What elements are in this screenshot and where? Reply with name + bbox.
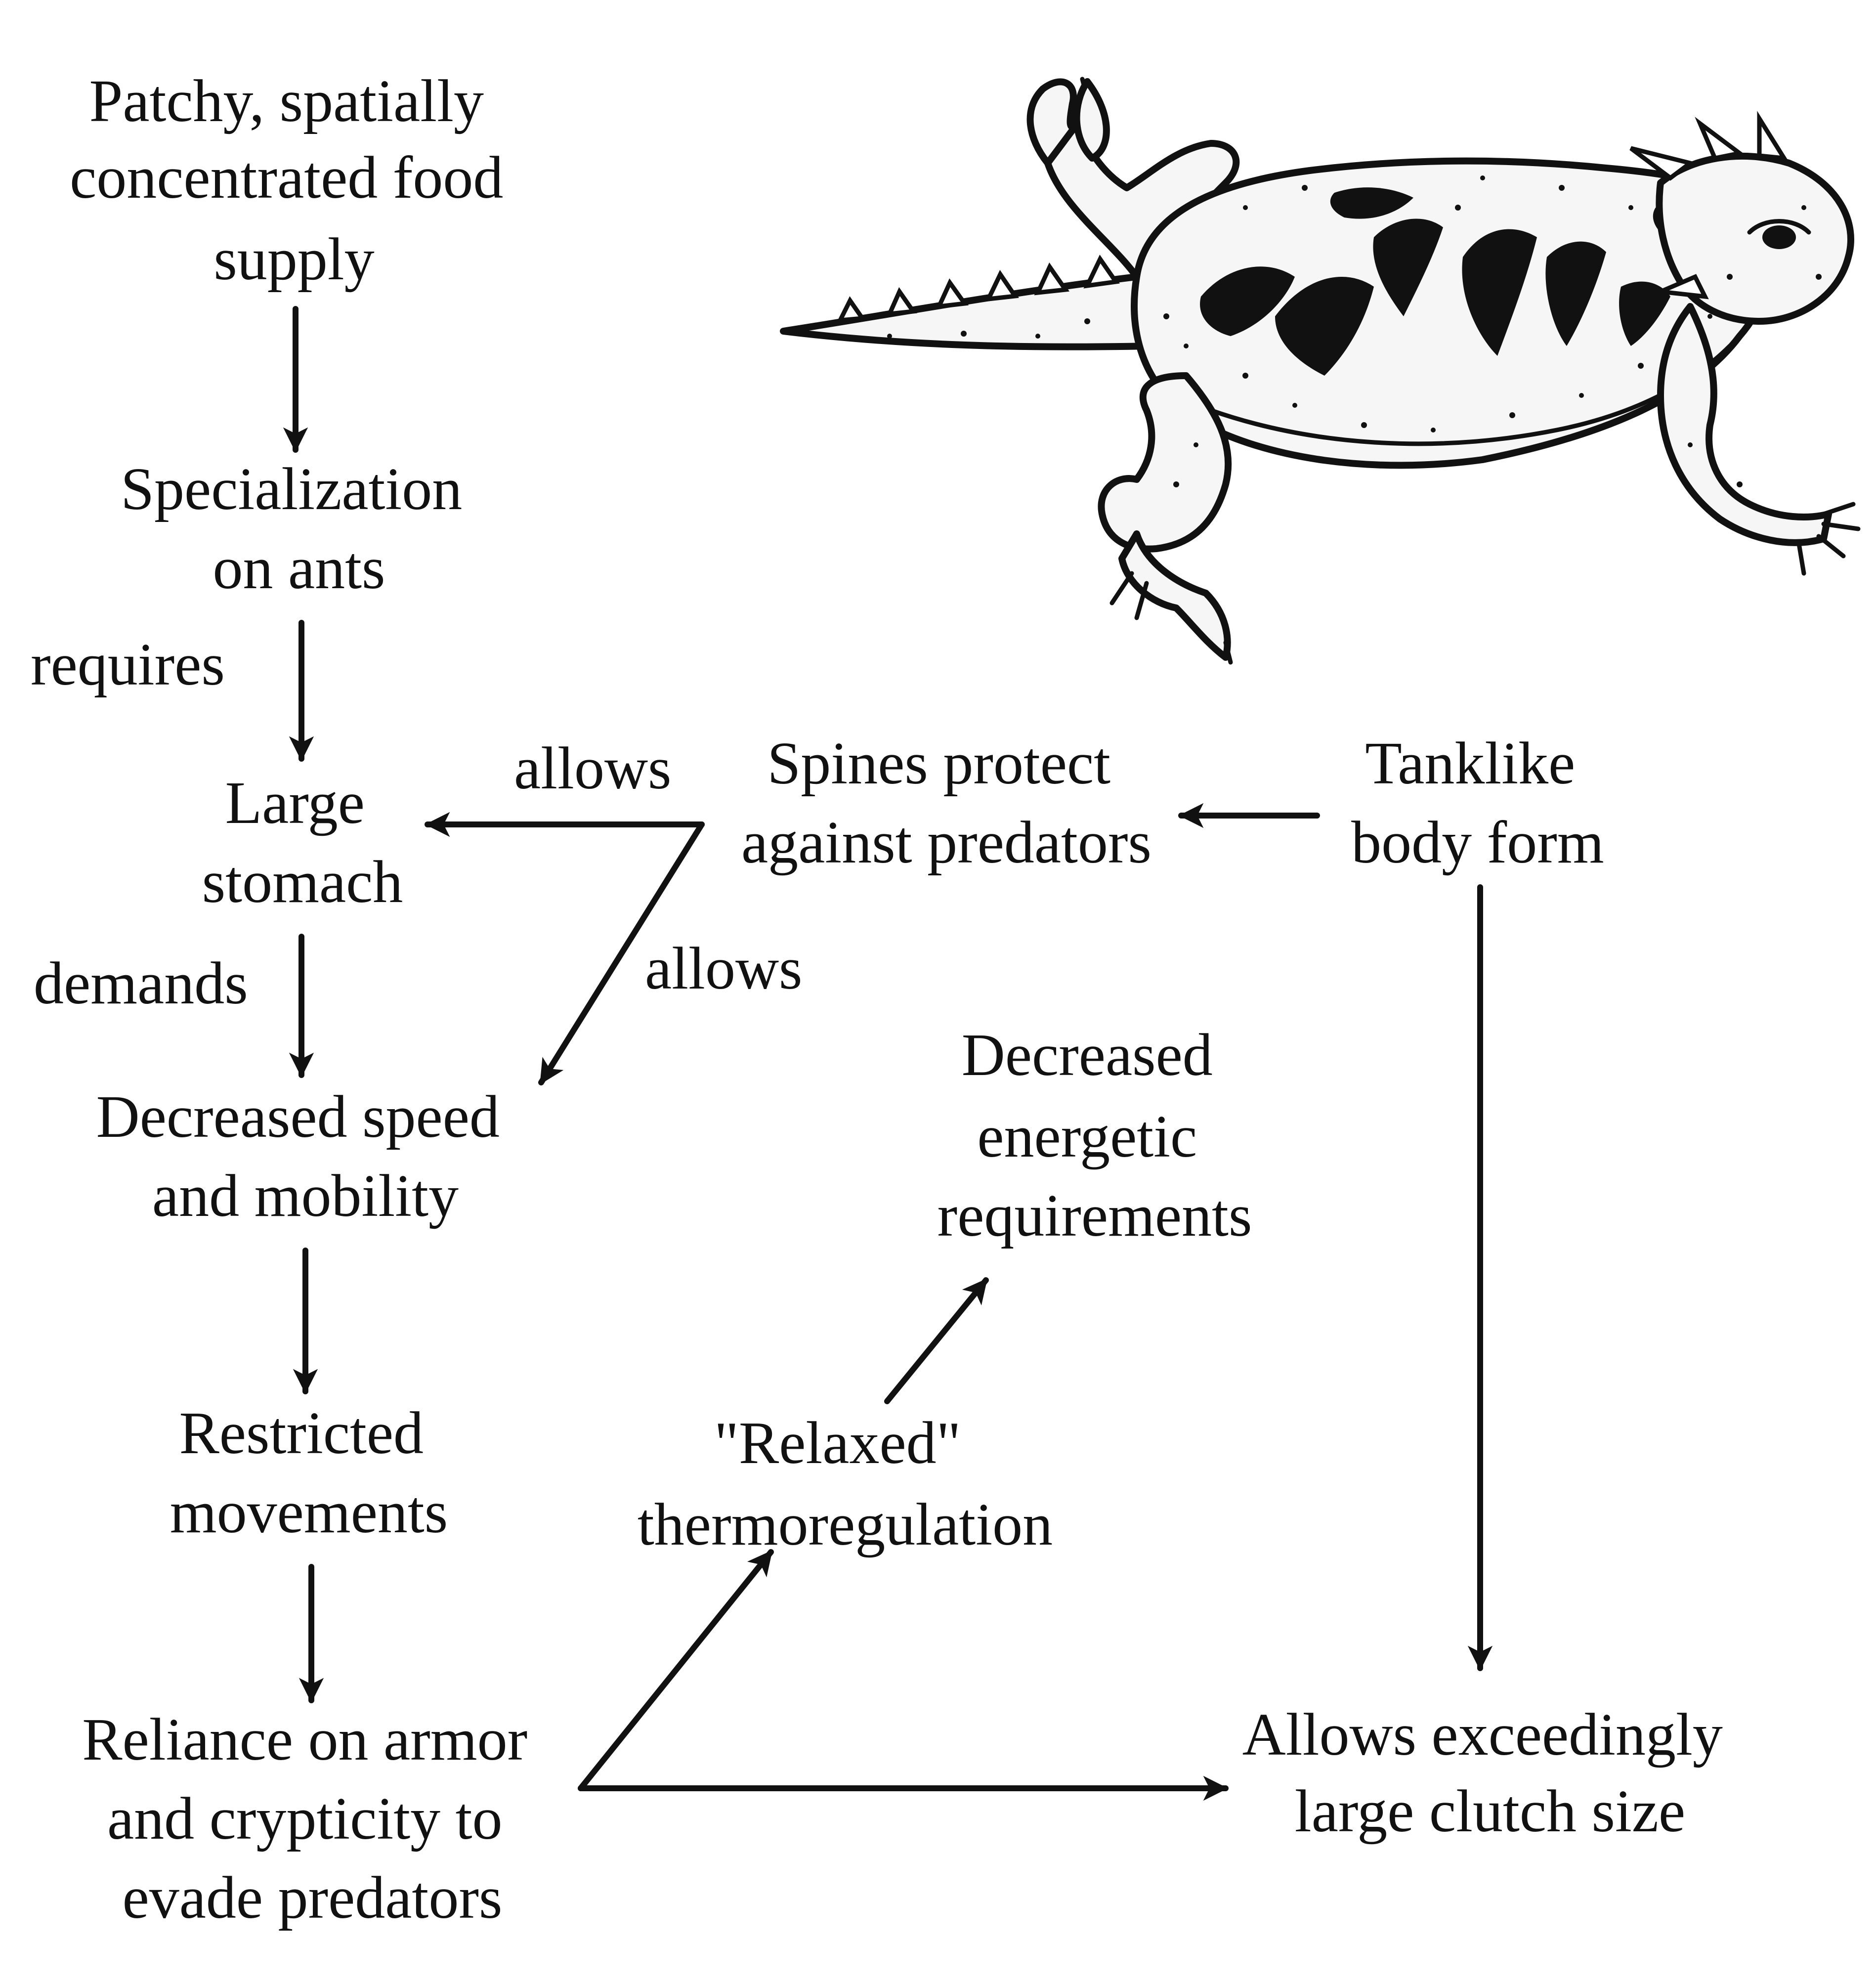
node-decreased-speed-line-1: Decreased speed <box>96 1083 500 1150</box>
nodes: Patchy, spatially concentrated food supp… <box>70 68 1738 1931</box>
edge-label-allows-stomach: allows <box>514 735 672 802</box>
edge-label-requires: requires <box>31 631 225 698</box>
node-spines-protect: Spines protect against predators <box>741 730 1151 876</box>
node-food-supply-line-2: concentrated food <box>70 144 503 211</box>
node-decreased-energetic-line-3: requirements <box>938 1182 1252 1249</box>
node-decreased-energetic-line-1: Decreased <box>962 1022 1213 1088</box>
node-decreased-energetic: Decreased energetic requirements <box>938 1022 1252 1249</box>
arrows <box>283 306 1493 1801</box>
node-reliance-armor-line-3: evade predators <box>123 1864 503 1931</box>
arrow-reliance-to-relaxed <box>578 1549 774 1791</box>
node-restricted-movements-line-2: movements <box>170 1479 448 1546</box>
node-food-supply-line-3: supply <box>213 226 374 293</box>
node-relaxed-thermoregulation-line-1: "Relaxed" <box>714 1410 961 1476</box>
arrow-spines-to-speed <box>538 821 705 1085</box>
node-food-supply: Patchy, spatially concentrated food supp… <box>70 68 518 293</box>
node-large-stomach: Large stomach <box>202 770 403 915</box>
node-large-stomach-line-2: stomach <box>202 849 403 915</box>
horned-lizard-illustration <box>780 77 1861 665</box>
node-decreased-energetic-line-2: energetic <box>977 1103 1197 1170</box>
node-relaxed-thermoregulation-line-2: thermoregulation <box>638 1491 1053 1558</box>
node-tanklike-body: Tanklike body form <box>1351 730 1604 876</box>
node-ant-specialization-line-1: Specialization <box>121 456 462 522</box>
edge-label-demands: demands <box>34 950 248 1017</box>
node-spines-protect-line-2: against predators <box>741 809 1151 876</box>
edge-labels: requires demands allows allows <box>31 631 803 1017</box>
node-large-clutch-line-2: large clutch size <box>1295 1778 1685 1845</box>
node-reliance-armor-line-2: and crypticity to <box>107 1785 503 1852</box>
node-large-stomach-line-1: Large <box>225 770 365 836</box>
node-decreased-speed: Decreased speed and mobility <box>96 1083 515 1229</box>
node-tanklike-body-line-1: Tanklike <box>1365 730 1575 797</box>
node-large-clutch: Allows exceedingly large clutch size <box>1242 1701 1738 1845</box>
node-reliance-armor: Reliance on armor and crypticity to evad… <box>82 1706 543 1931</box>
node-restricted-movements: Restricted movements <box>170 1400 448 1546</box>
node-restricted-movements-line-1: Restricted <box>179 1400 424 1467</box>
node-food-supply-line-1: Patchy, spatially <box>89 68 484 134</box>
arrow-relaxed-to-energetic <box>884 1277 989 1404</box>
node-relaxed-thermoregulation: "Relaxed" thermoregulation <box>638 1410 1053 1558</box>
node-decreased-speed-line-2: and mobility <box>152 1163 459 1229</box>
node-tanklike-body-line-2: body form <box>1351 809 1604 876</box>
node-spines-protect-line-1: Spines protect <box>767 730 1110 797</box>
node-large-clutch-line-1: Allows exceedingly <box>1242 1701 1723 1768</box>
node-reliance-armor-line-1: Reliance on armor <box>82 1706 527 1773</box>
node-ant-specialization: Specialization on ants <box>121 456 477 602</box>
node-ant-specialization-line-2: on ants <box>213 535 385 602</box>
edge-label-allows-speed: allows <box>645 935 803 1002</box>
